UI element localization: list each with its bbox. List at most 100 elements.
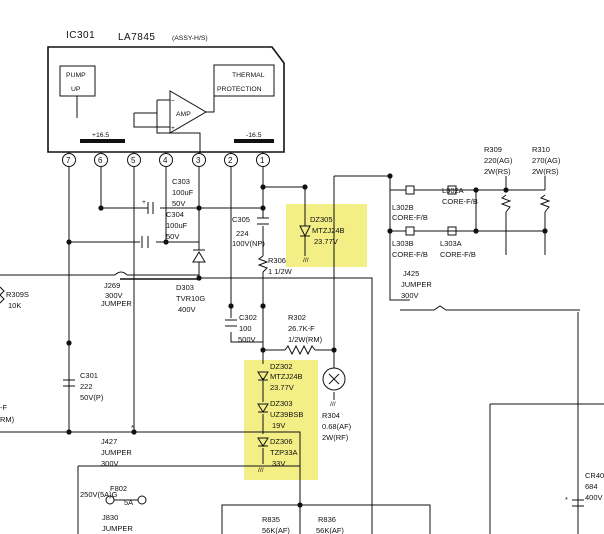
pin-7: 7: [66, 156, 71, 165]
c304-voltage: 50V: [166, 232, 179, 241]
cr40-voltage: 400V: [585, 493, 603, 502]
resistor-r310-symbol: [539, 194, 551, 213]
r310-power: 2W(RS): [532, 167, 559, 176]
pin-6: 6: [98, 156, 103, 165]
resistor-r302-symbol: [284, 344, 316, 356]
resistor-r306-symbol: [257, 255, 269, 273]
r302-value: 26.7K-F: [288, 324, 315, 333]
r304-value: 0.68(AF): [322, 422, 352, 431]
ic-part: LA7845: [118, 32, 155, 43]
l302b-ref: L302B: [392, 203, 414, 212]
svg-text:///: ///: [303, 257, 309, 264]
l303b-type: CORE-F/B: [392, 250, 428, 259]
capacitor-cr40-symbol: [572, 499, 584, 534]
amp-triangle: [169, 90, 207, 134]
capacitor-c303-symbol: +: [142, 199, 154, 214]
rail-bar-plus: [80, 139, 125, 143]
resistor-r309s-symbol: [0, 286, 5, 304]
pin-5: 5: [131, 156, 136, 165]
r835-ref: R835: [262, 515, 280, 524]
svg-text:///: ///: [258, 467, 264, 474]
star-mark: *: [131, 423, 134, 432]
r304-power: 2W(RF): [322, 433, 349, 442]
rail-bar-minus: [234, 139, 274, 143]
pump-up-label-2: UP: [71, 86, 81, 93]
ic-body: [47, 46, 285, 153]
thermal-label-1: THERMAL: [232, 72, 265, 79]
svg-text:+: +: [142, 199, 146, 206]
d303-voltage: 400V: [178, 305, 196, 314]
capacitor-c304-symbol: [141, 236, 149, 248]
dz303-part: UZ39BSB: [270, 410, 303, 419]
pin-circle: [62, 153, 76, 167]
c305-value: 224: [236, 229, 249, 238]
r836-value: 56K(AF): [316, 526, 344, 534]
j830-ref: J830: [102, 513, 118, 522]
edge-label-f: -F: [0, 403, 7, 412]
l302a-type: CORE-F/B: [442, 197, 478, 206]
pin-circle: [94, 153, 108, 167]
r309-value: 220(AG): [484, 156, 513, 165]
pin-4: 4: [163, 156, 168, 165]
pin-1: 1: [260, 156, 265, 165]
pin-2: 2: [228, 156, 233, 165]
capacitor-c305-symbol: [257, 217, 269, 225]
capacitor-c302-symbol: [225, 319, 237, 327]
j425-type: JUMPER: [401, 280, 432, 289]
rail-minus-label: -16.5: [246, 132, 262, 139]
cr40-value: 684: [585, 482, 598, 491]
c302-voltage: 500V: [238, 335, 256, 344]
fuse-f802-symbol: [105, 495, 147, 505]
pin-circle: [127, 153, 141, 167]
resistor-r304-symbol: ///: [322, 367, 346, 408]
dz306-voltage: 33V: [272, 459, 285, 468]
dz303-voltage: 19V: [272, 421, 285, 430]
ic-internal-wiring: [76, 96, 215, 153]
zener-stack-symbols: ///: [257, 371, 269, 474]
svg-text:///: ///: [330, 401, 336, 408]
dz306-ref: DZ306: [270, 437, 293, 446]
r309-power: 2W(RS): [484, 167, 511, 176]
r304-ref: R304: [322, 411, 340, 420]
r309s-value: 10K: [8, 301, 21, 310]
c303-value: 100uF: [172, 188, 194, 197]
r309-ref: R309: [484, 145, 502, 154]
c302-ref: C302: [239, 313, 257, 322]
amp-label: AMP: [176, 111, 191, 118]
c305-voltage: 100V(NP): [232, 239, 265, 248]
dz302-part: MTZJ24B: [270, 372, 303, 381]
dz305-ref: DZ305: [310, 215, 333, 224]
j425-voltage: 300V: [401, 291, 419, 300]
cr40-ref: CR40: [585, 471, 604, 480]
dz302-voltage: 23.77V: [270, 383, 294, 392]
amp-plus: +: [171, 125, 175, 132]
r306-ref: R306: [268, 256, 286, 265]
r310-value: 270(AG): [532, 156, 561, 165]
c301-voltage: 50V(P): [80, 393, 104, 402]
f802-rating: 250V(5A)G: [80, 490, 118, 499]
amp-minus: −: [171, 98, 175, 105]
jumper-j269-symbol: [114, 271, 128, 276]
dz305-part: MTZJ24B: [312, 226, 345, 235]
f802-current: 5A: [124, 498, 133, 507]
edge-label-rm: RM): [0, 415, 15, 424]
diode-d303-symbol: [192, 249, 206, 263]
pin-circle: [224, 153, 238, 167]
f802-ref: F802: [110, 484, 127, 493]
thermal-label-2: PROTECTION: [217, 86, 262, 93]
highlight-zener-stack: [244, 360, 318, 480]
c305-ref: C305: [232, 215, 250, 224]
j269-voltage: 300V: [105, 291, 123, 300]
ic-assy: (ASSY-H/S): [172, 35, 208, 42]
resistor-r309-symbol: [500, 194, 512, 213]
pin-circle: [192, 153, 206, 167]
ic-pins: 7 6 5 4 3 2 1: [62, 153, 270, 167]
r309s-ref: R309S: [6, 290, 29, 299]
c301-ref: C301: [80, 371, 98, 380]
pin-circle: [159, 153, 173, 167]
r836-ref: R836: [318, 515, 336, 524]
d303-part: TVR10G: [176, 294, 205, 303]
thermal-protection-block: [213, 64, 275, 97]
l303a-ref: L303A: [440, 239, 462, 248]
l303b-ref: L303B: [392, 239, 414, 248]
